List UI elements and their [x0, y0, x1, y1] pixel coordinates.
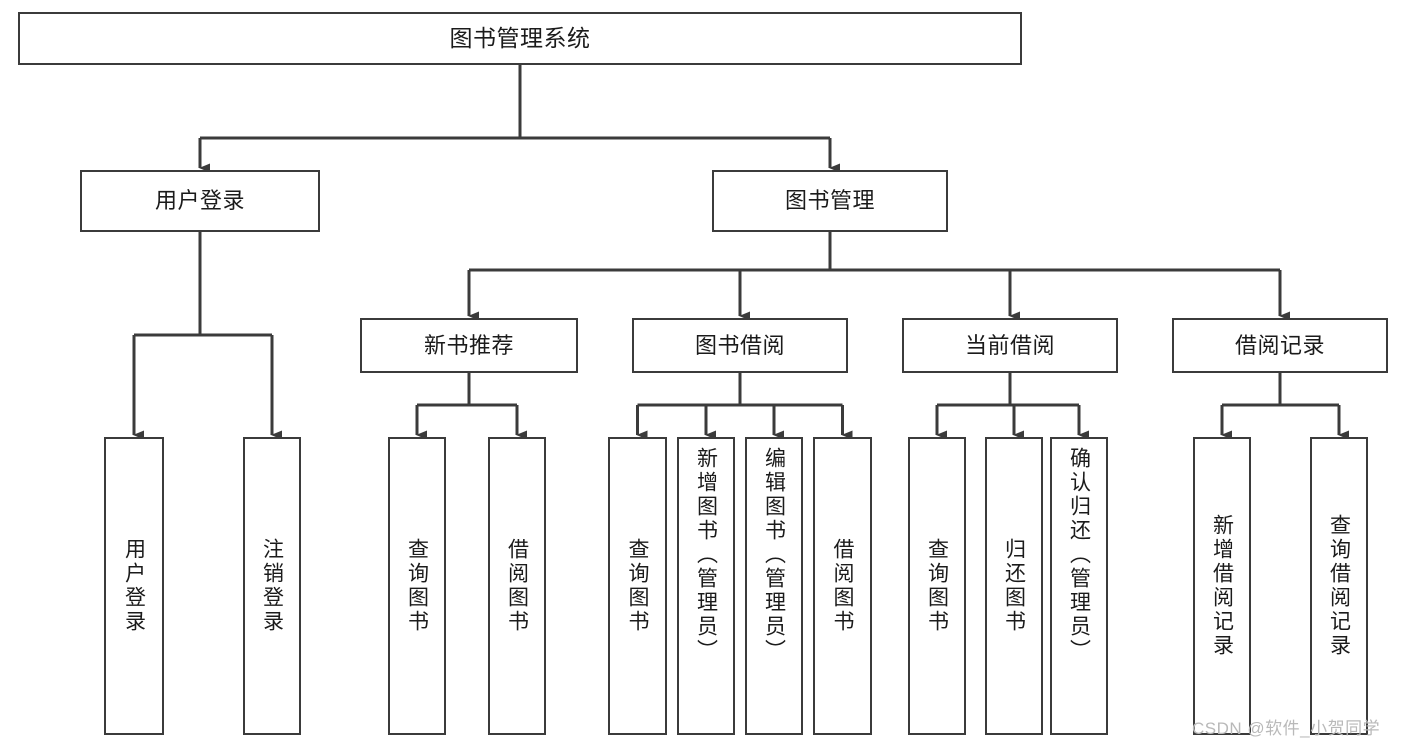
- node-root-label: 图书管理系统: [449, 24, 591, 51]
- node-leaf-query-book-current[interactable]: 查询图书: [908, 437, 966, 735]
- node-leaf-logout-login-label: 注销登录: [260, 538, 284, 634]
- node-current_borrow[interactable]: 当前借阅: [902, 318, 1118, 373]
- node-leaf-query-book-borrow-label: 查询图书: [626, 538, 649, 634]
- node-borrow_record[interactable]: 借阅记录: [1172, 318, 1388, 373]
- node-book_manage-label: 图书管理: [784, 188, 875, 214]
- node-leaf-query-book-current-label: 查询图书: [925, 538, 949, 634]
- node-leaf-add-borrow-record-label: 新增借阅记录: [1210, 514, 1234, 658]
- node-leaf-user-login-label: 用户登录: [122, 538, 146, 634]
- node-book_borrow-label: 图书借阅: [694, 332, 785, 358]
- node-leaf-query-borrow-record-label: 查询借阅记录: [1327, 514, 1351, 658]
- node-leaf-borrow-book-rec-label: 借阅图书: [505, 538, 529, 634]
- node-leaf-return-book[interactable]: 归还图书: [985, 437, 1043, 735]
- node-root[interactable]: 图书管理系统: [18, 12, 1022, 65]
- node-leaf-borrow-book-label: 借阅图书: [831, 538, 854, 634]
- node-leaf-query-book-rec-label: 查询图书: [405, 538, 429, 634]
- node-user_login-label: 用户登录: [154, 188, 245, 214]
- node-leaf-query-book-borrow[interactable]: 查询图书: [608, 437, 667, 735]
- node-leaf-confirm-return-admin-label: 确认归还（管理员）: [1067, 447, 1091, 663]
- node-book_manage[interactable]: 图书管理: [712, 170, 948, 232]
- node-current_borrow-label: 当前借阅: [964, 332, 1055, 358]
- node-leaf-logout-login[interactable]: 注销登录: [243, 437, 301, 735]
- node-book_borrow[interactable]: 图书借阅: [632, 318, 848, 373]
- watermark: CSDN @软件_小贺同学: [1192, 719, 1381, 738]
- node-leaf-query-book-rec[interactable]: 查询图书: [388, 437, 446, 735]
- node-leaf-borrow-book-rec[interactable]: 借阅图书: [488, 437, 546, 735]
- node-new_book_rec-label: 新书推荐: [423, 332, 514, 358]
- node-leaf-user-login[interactable]: 用户登录: [104, 437, 164, 735]
- node-leaf-add-borrow-record[interactable]: 新增借阅记录: [1193, 437, 1251, 735]
- node-leaf-edit-book-admin[interactable]: 编辑图书（管理员）: [745, 437, 803, 735]
- node-leaf-confirm-return-admin[interactable]: 确认归还（管理员）: [1050, 437, 1108, 735]
- node-leaf-query-borrow-record[interactable]: 查询借阅记录: [1310, 437, 1368, 735]
- node-leaf-add-book-admin-label: 新增图书（管理员）: [694, 447, 718, 663]
- node-leaf-edit-book-admin-label: 编辑图书（管理员）: [762, 447, 786, 663]
- node-borrow_record-label: 借阅记录: [1234, 332, 1325, 358]
- node-user_login[interactable]: 用户登录: [80, 170, 320, 232]
- node-leaf-add-book-admin[interactable]: 新增图书（管理员）: [677, 437, 735, 735]
- node-new_book_rec[interactable]: 新书推荐: [360, 318, 578, 373]
- node-leaf-borrow-book[interactable]: 借阅图书: [813, 437, 872, 735]
- node-leaf-return-book-label: 归还图书: [1002, 538, 1026, 634]
